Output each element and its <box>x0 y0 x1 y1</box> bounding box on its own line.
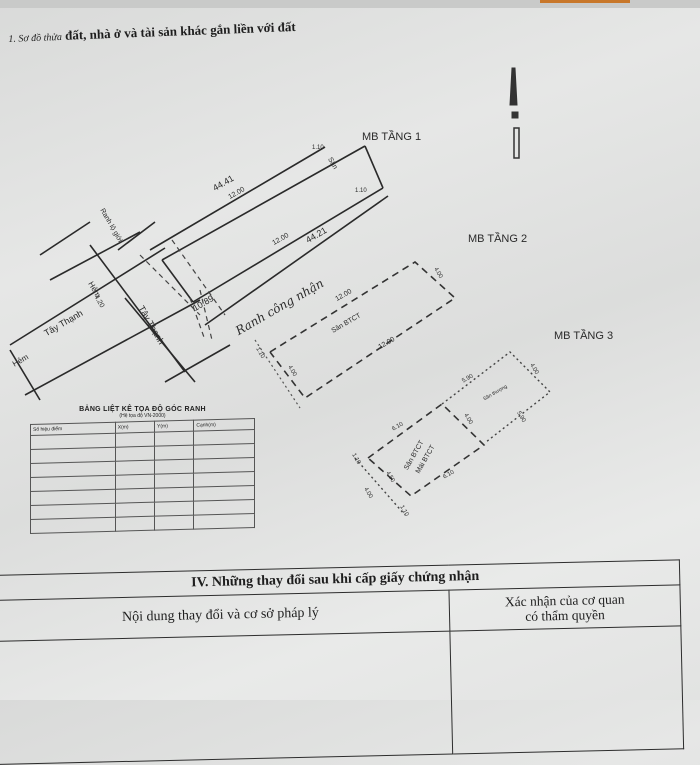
floor1-label: MB TẦNG 1 <box>362 131 422 143</box>
page-tab <box>540 0 630 3</box>
page-top-edge <box>0 0 700 8</box>
coordinate-table-title: BẢNG LIỆT KÊ TỌA ĐỘ GÓC RANH <box>79 406 206 413</box>
north-arrow-icon <box>509 67 520 159</box>
floor3-terrace-outline <box>354 351 552 516</box>
rear-offset-2: 1.10 <box>355 188 367 194</box>
floor3-label: MB TẦNG 3 <box>554 330 614 342</box>
floor2-label: MB TẦNG 2 <box>468 233 528 245</box>
floor3-slab-outline <box>367 402 486 498</box>
parcel-outline <box>9 145 389 401</box>
coordinate-table-subtitle: (Hệ tọa độ VN-2000) <box>119 413 166 419</box>
coordinate-table: BẢNG LIỆT KÊ TỌA ĐỘ GÓC RANH (Hệ tọa độ … <box>30 406 255 534</box>
rear-offset-1: 1.10 <box>312 145 324 151</box>
parcel-diagram <box>9 67 552 516</box>
col-authority-confirmation: Xác nhận của cơ quan có thẩm quyền <box>448 584 681 632</box>
changes-section: IV. Những thay đổi sau khi cấp giấy chứn… <box>0 559 684 765</box>
authority-confirmation-cell <box>449 625 684 755</box>
change-content-cell <box>0 631 453 765</box>
floor2-outline <box>269 261 457 400</box>
